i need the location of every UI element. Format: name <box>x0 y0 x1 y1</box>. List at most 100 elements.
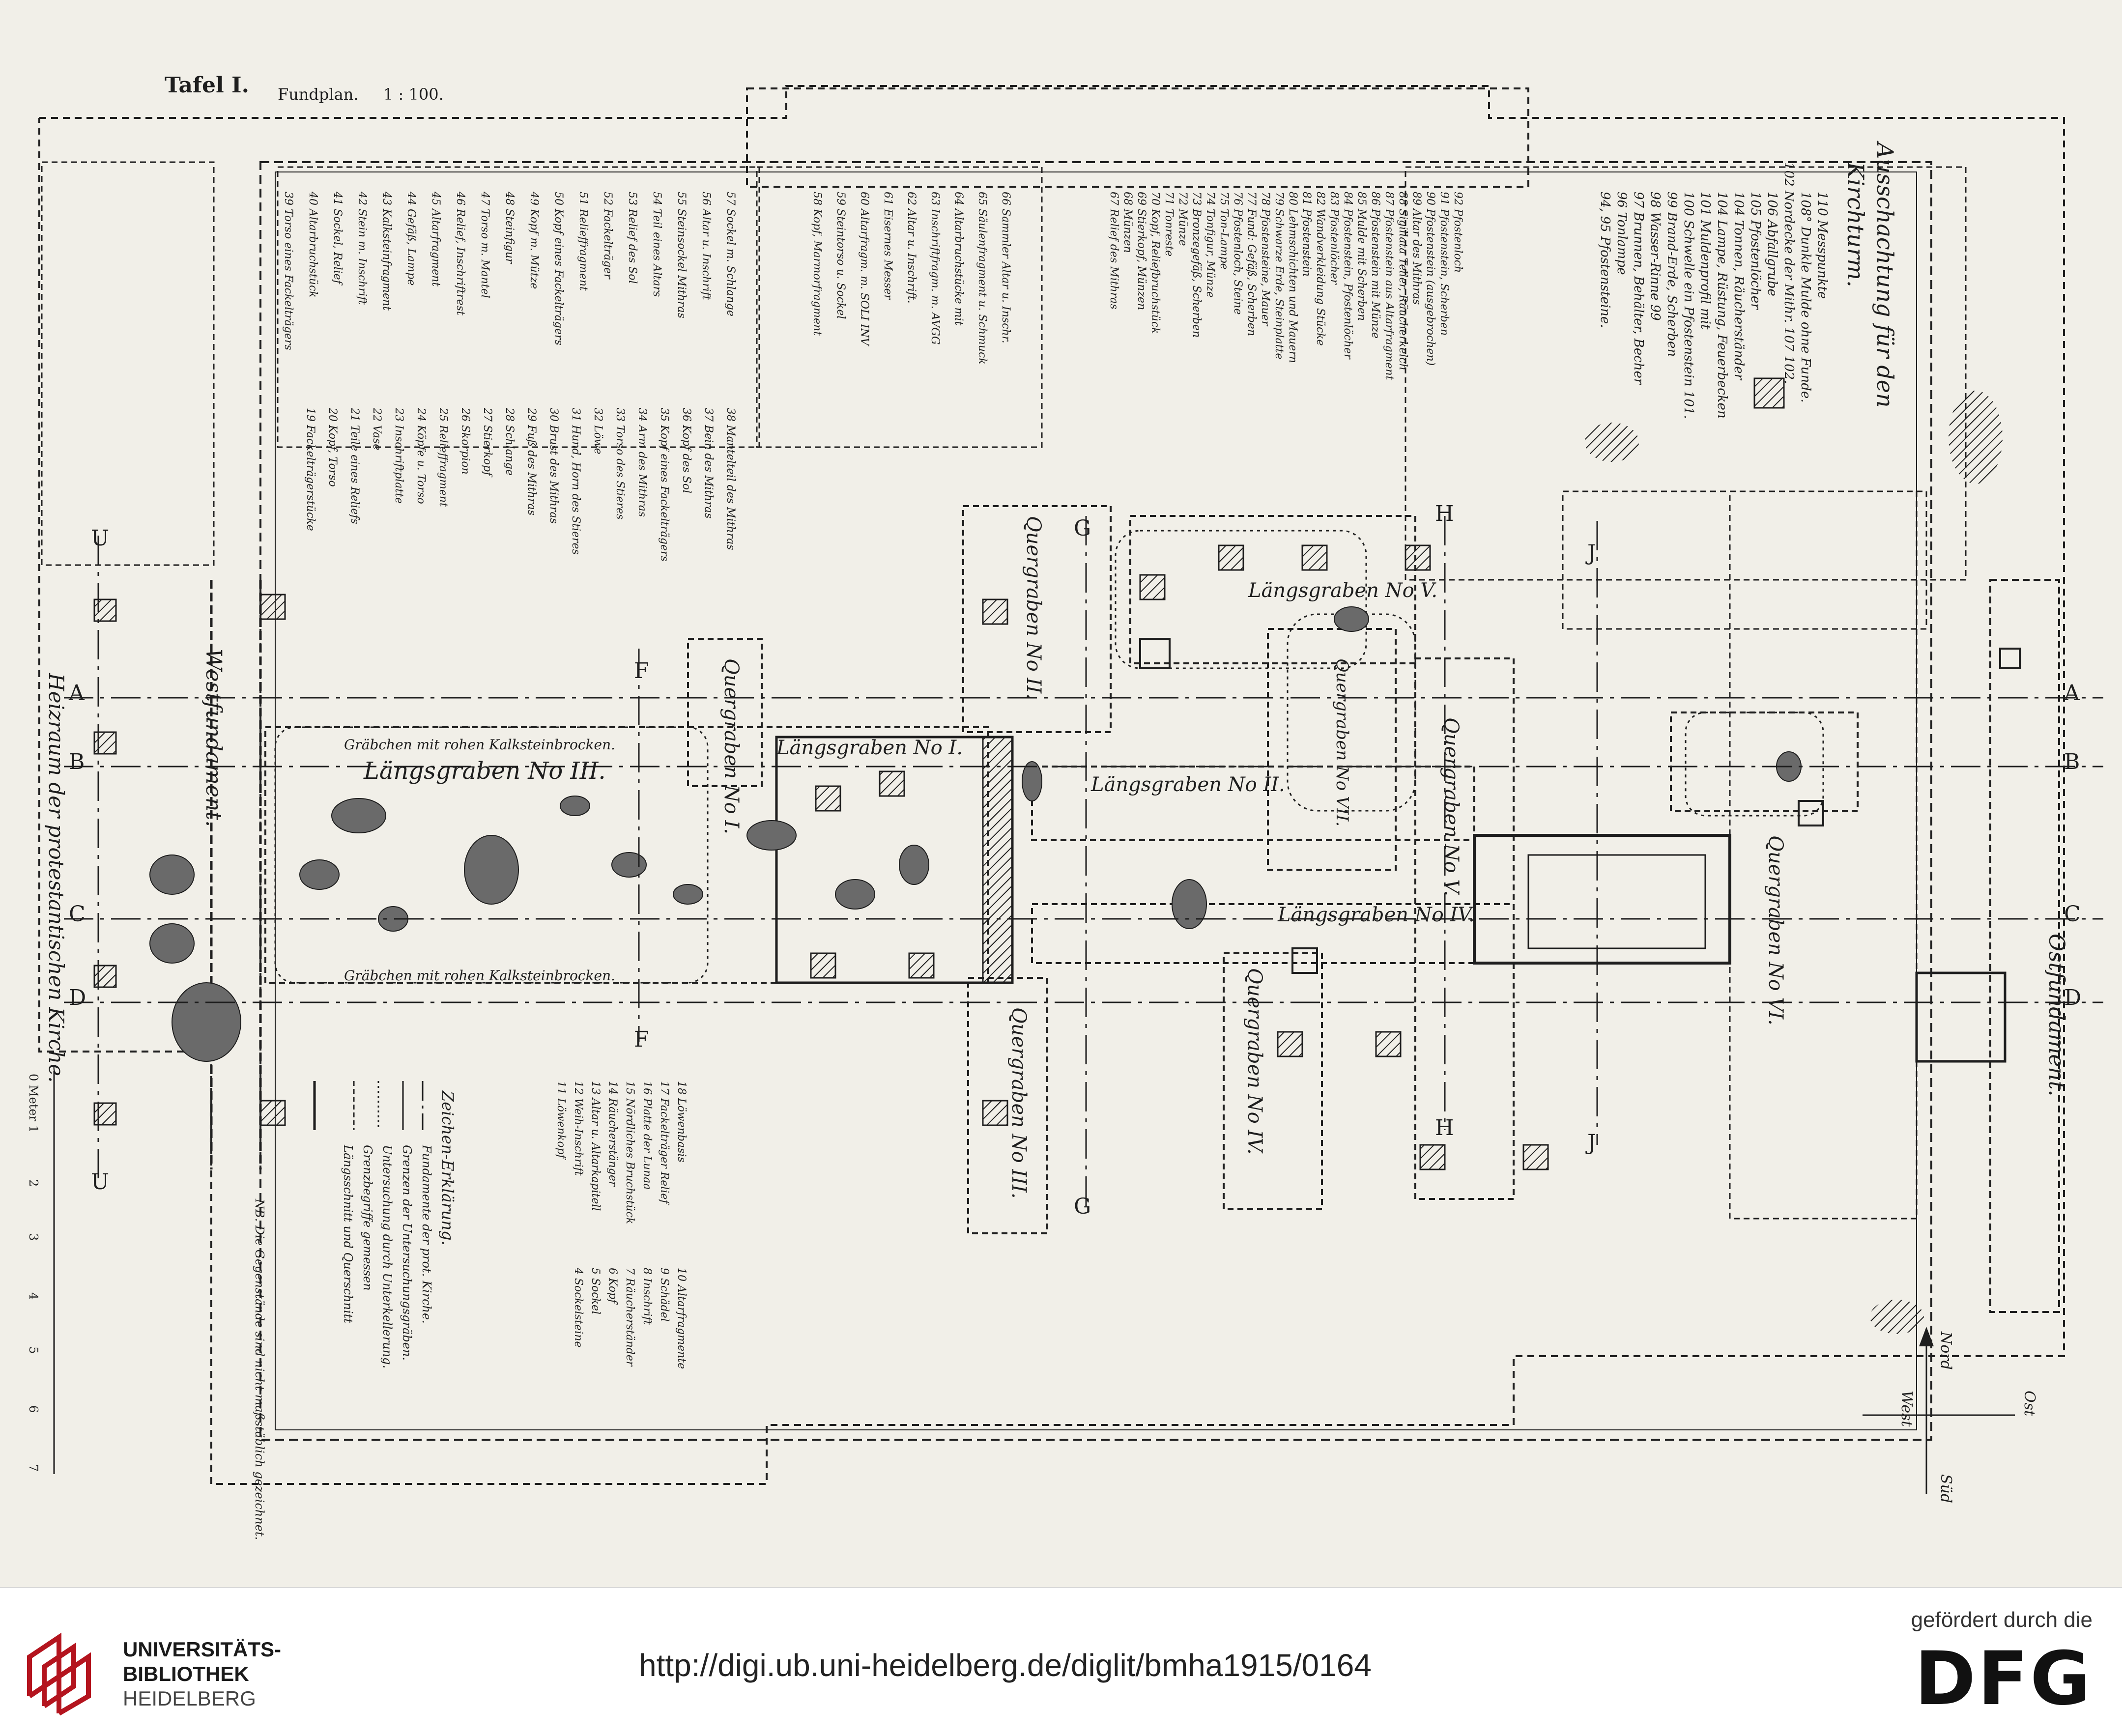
mid-legend-item: 79 Schwarze Erde, Steinplatte <box>1273 192 1285 359</box>
lower-legend-item: 37 Bein des Mithras <box>702 408 715 518</box>
lower-legend-item: 22 Vase <box>371 407 383 450</box>
plan-drawing: Tafel I. Fundplan. 1 : 100. Ostfundament… <box>27 73 2103 1540</box>
zeichen-item: Grenzbegriffe gemessen <box>361 1145 374 1291</box>
bottom-legend-item: 12 Weih-Inschrift <box>572 1081 584 1176</box>
mid-legend-item: 73 Bronzegefäß, Scherben <box>1190 192 1203 338</box>
mid-legend-item: 84 Pfostenstein, Pfostenlöcher <box>1342 192 1354 360</box>
mid-legend-item: 71 Tonreste <box>1163 192 1175 256</box>
mid-legend-item: 82 Wandverkleidung Stücke <box>1314 192 1326 346</box>
scale-label-4: 4 <box>27 1292 40 1300</box>
mid-legend-item: 88 Sigillata Teller, Räucherkelch <box>1397 192 1409 370</box>
lower-legend-item: 21 Teile eines Reliefs <box>348 407 361 524</box>
tower-legend-item: 98 Wasser-Rinne 99 <box>1648 192 1663 321</box>
heading-line2: Kirchturm. <box>1842 162 1869 287</box>
lower-legend-item: 54 Teil eines Altars <box>651 192 663 297</box>
section-letters: A A B B C C D D F F G G H H J J U U <box>68 501 2081 1219</box>
tower-legend-item: 105 Pfostenlöcher <box>1748 192 1763 310</box>
lower-legend-item: 46 Relief, Inschriftrest <box>454 191 466 315</box>
lower-legend-item: 55 Steinsockel Mithras <box>675 192 688 318</box>
lower-legend-item: 47 Torso m. Mantel <box>479 191 491 298</box>
section-letter-c-east: C <box>2064 902 2081 927</box>
lower-legend-item: 28 Schlange <box>503 407 516 476</box>
mid-legend-item: 75 Ton-Lampe <box>1218 192 1230 270</box>
lower-legend-item: 51 Relieffragment <box>577 192 589 291</box>
lower-legend-item: 44 Gefäß, Lampe <box>405 191 417 285</box>
westfundament: Westfundament. Heizraum der protestantis… <box>44 580 262 1169</box>
lower-legend-item: 30 Brust des Mithras <box>547 408 560 524</box>
zeichen-item: Grenzen der Untersuchungsgräben. <box>400 1145 414 1361</box>
lower-legend-item: 39 Torso eines Fackelträgers <box>282 192 294 350</box>
heizraum-label: Heizraum der protestantischen Kirche. <box>44 673 68 1082</box>
mid-legend: 92 Pfostenloch 91 Pfostenstein, Scherben… <box>1108 192 1464 380</box>
bottom-legend-item: 7 Räucherständer <box>624 1268 636 1367</box>
tower-legend-item: 102 Nordecke der Mithr. 107 102. <box>1781 162 1796 384</box>
mid-legend-item: 68 Münzen <box>1121 192 1134 253</box>
lower-legend-item: 40 Altarbruchstück <box>307 191 319 298</box>
graebchen-label-bottom: Gräbchen mit rohen Kalksteinbrocken. <box>344 968 615 984</box>
bottom-legend-item: 18 Löwenbasis <box>675 1081 688 1163</box>
mid-legend-item: 89 Altar des Mithras <box>1410 192 1423 305</box>
laengsgraben-3-label: Längsgraben No III. <box>363 757 606 785</box>
scale-label-2: 2 <box>27 1179 40 1187</box>
heading-line1: Ausschachtung für den <box>1872 141 1898 408</box>
lower-legend-item: 38 Mantelteil des Mithras <box>724 408 737 550</box>
westfundament-label: Westfundament. <box>201 649 226 827</box>
compass-west: West <box>1898 1391 1915 1427</box>
scale-label-6: 6 <box>27 1405 40 1413</box>
zeichen-item: Längsschnitt und Querschnitt <box>341 1144 355 1323</box>
laengsgraben-5-label: Längsgraben No V. <box>1248 579 1437 602</box>
mid-legend-item: 74 Tonfigur, Münze <box>1204 192 1216 298</box>
outer-church-outline <box>38 85 2065 1485</box>
laengsgraben-1 <box>775 736 1014 984</box>
ub-heidelberg-logo: UNIVERSITÄTS- BIBLIOTHEK HEIDELBERG <box>20 1627 295 1716</box>
bottom-legend-item: 13 Altar u. Altarkapitell <box>589 1081 602 1211</box>
lower-legend-item: 35 Kopf eines Fackelträgers <box>658 408 670 562</box>
quergraben-7-label: Quergraben No VII. <box>1332 658 1352 826</box>
section-letter-f-top: F <box>634 658 649 683</box>
zeichen-title: Zeichen-Erklärung. <box>438 1090 457 1246</box>
lower-legend-item: 43 Kalksteinfragment <box>380 191 393 311</box>
lower-legend-left: 56 Altar u. Inschrift 55 Steinsockel Mit… <box>282 191 712 350</box>
mid-legend-item: 76 Pfostenloch, Steine <box>1232 192 1244 314</box>
bottom-legend-item: 17 Fackelträger Relief <box>658 1081 670 1205</box>
laengsgraben-1-label: Längsgraben No I. <box>776 737 963 759</box>
north-arrow-icon <box>1919 1327 1934 1346</box>
quergraben-3-label: Quergraben No III. <box>1007 1007 1030 1199</box>
ostfundament-label: Ostfundament. <box>2044 934 2069 1096</box>
section-letter-j-top: J <box>1585 541 1596 566</box>
lower-legend-item: 41 Sockel, Relief <box>331 191 344 286</box>
lower-legend-item: 45 Altarfragment <box>430 191 442 286</box>
bottom-legend: 18 Löwenbasis 17 Fackelträger Relief 16 … <box>555 1081 688 1369</box>
mid-legend-item: 87 Pfostenstein aus Altarfragment <box>1383 192 1395 380</box>
laengsgraben-4-label: Längsgraben No IV. <box>1277 904 1475 926</box>
cella <box>1473 834 1731 965</box>
scale-label-5: 5 <box>27 1346 40 1354</box>
section-letter-d-east: D <box>2064 985 2081 1010</box>
lower-legend-item: 27 Stierkopf <box>481 407 493 478</box>
scale-label-0: 0 Meter <box>27 1074 40 1122</box>
tower-legend-item: 97 Brunnen, Behälter, Becher <box>1631 192 1646 385</box>
lower-legend-item: 56 Altar u. Inschrift <box>700 192 712 300</box>
bottom-legend-item: 9 Schädel <box>658 1268 670 1322</box>
footer: UNIVERSITÄTS- BIBLIOTHEK HEIDELBERG http… <box>0 1587 2122 1736</box>
dfg-caption: gefördert durch die <box>1911 1608 2093 1632</box>
tower-legend: 110 Messpunkte 108° Dunkle Mulde ohne Fu… <box>1598 162 1830 419</box>
tower-legend-item: 99 Brand-Erde, Scherben <box>1664 192 1679 357</box>
bottom-legend-item: 14 Räucherstänger <box>606 1081 619 1187</box>
lower-legend-item: 23 Inschriftplatte <box>393 407 405 504</box>
lower-legend-item: 42 Stein m. Inschrift <box>356 191 368 305</box>
lower-legend-item: 34 Arm des Mithras <box>636 408 648 517</box>
bottom-legend-item: 15 Nördliches Bruchstück <box>624 1081 636 1224</box>
digi-url-link[interactable]: http://digi.ub.uni-heidelberg.de/diglit/… <box>639 1648 1372 1683</box>
tower-legend-item: 100 Schwelle ein Pfostenstein 101. <box>1681 192 1696 419</box>
mid-legend-item: 83 Pfostenlöcher <box>1328 192 1340 285</box>
scale-label-1: 1 <box>27 1125 40 1133</box>
bottom-legend-item: 6 Kopf <box>606 1268 619 1305</box>
mid-legend-item: 78 Pfostensteine, Mauer <box>1259 192 1271 327</box>
dfg-logo: DFG <box>1914 1636 2093 1722</box>
section-letter-a-east: A <box>2064 681 2080 706</box>
upper-legend-item: 64 Altarbruchstücke mit <box>952 192 965 326</box>
mid-legend-item: 80 Lehmschichten und Mauern <box>1287 192 1299 363</box>
lower-legend-item: 53 Relief des Sol <box>626 192 638 284</box>
lower-legend-item: 29 Fuß des Mithras <box>525 407 538 515</box>
